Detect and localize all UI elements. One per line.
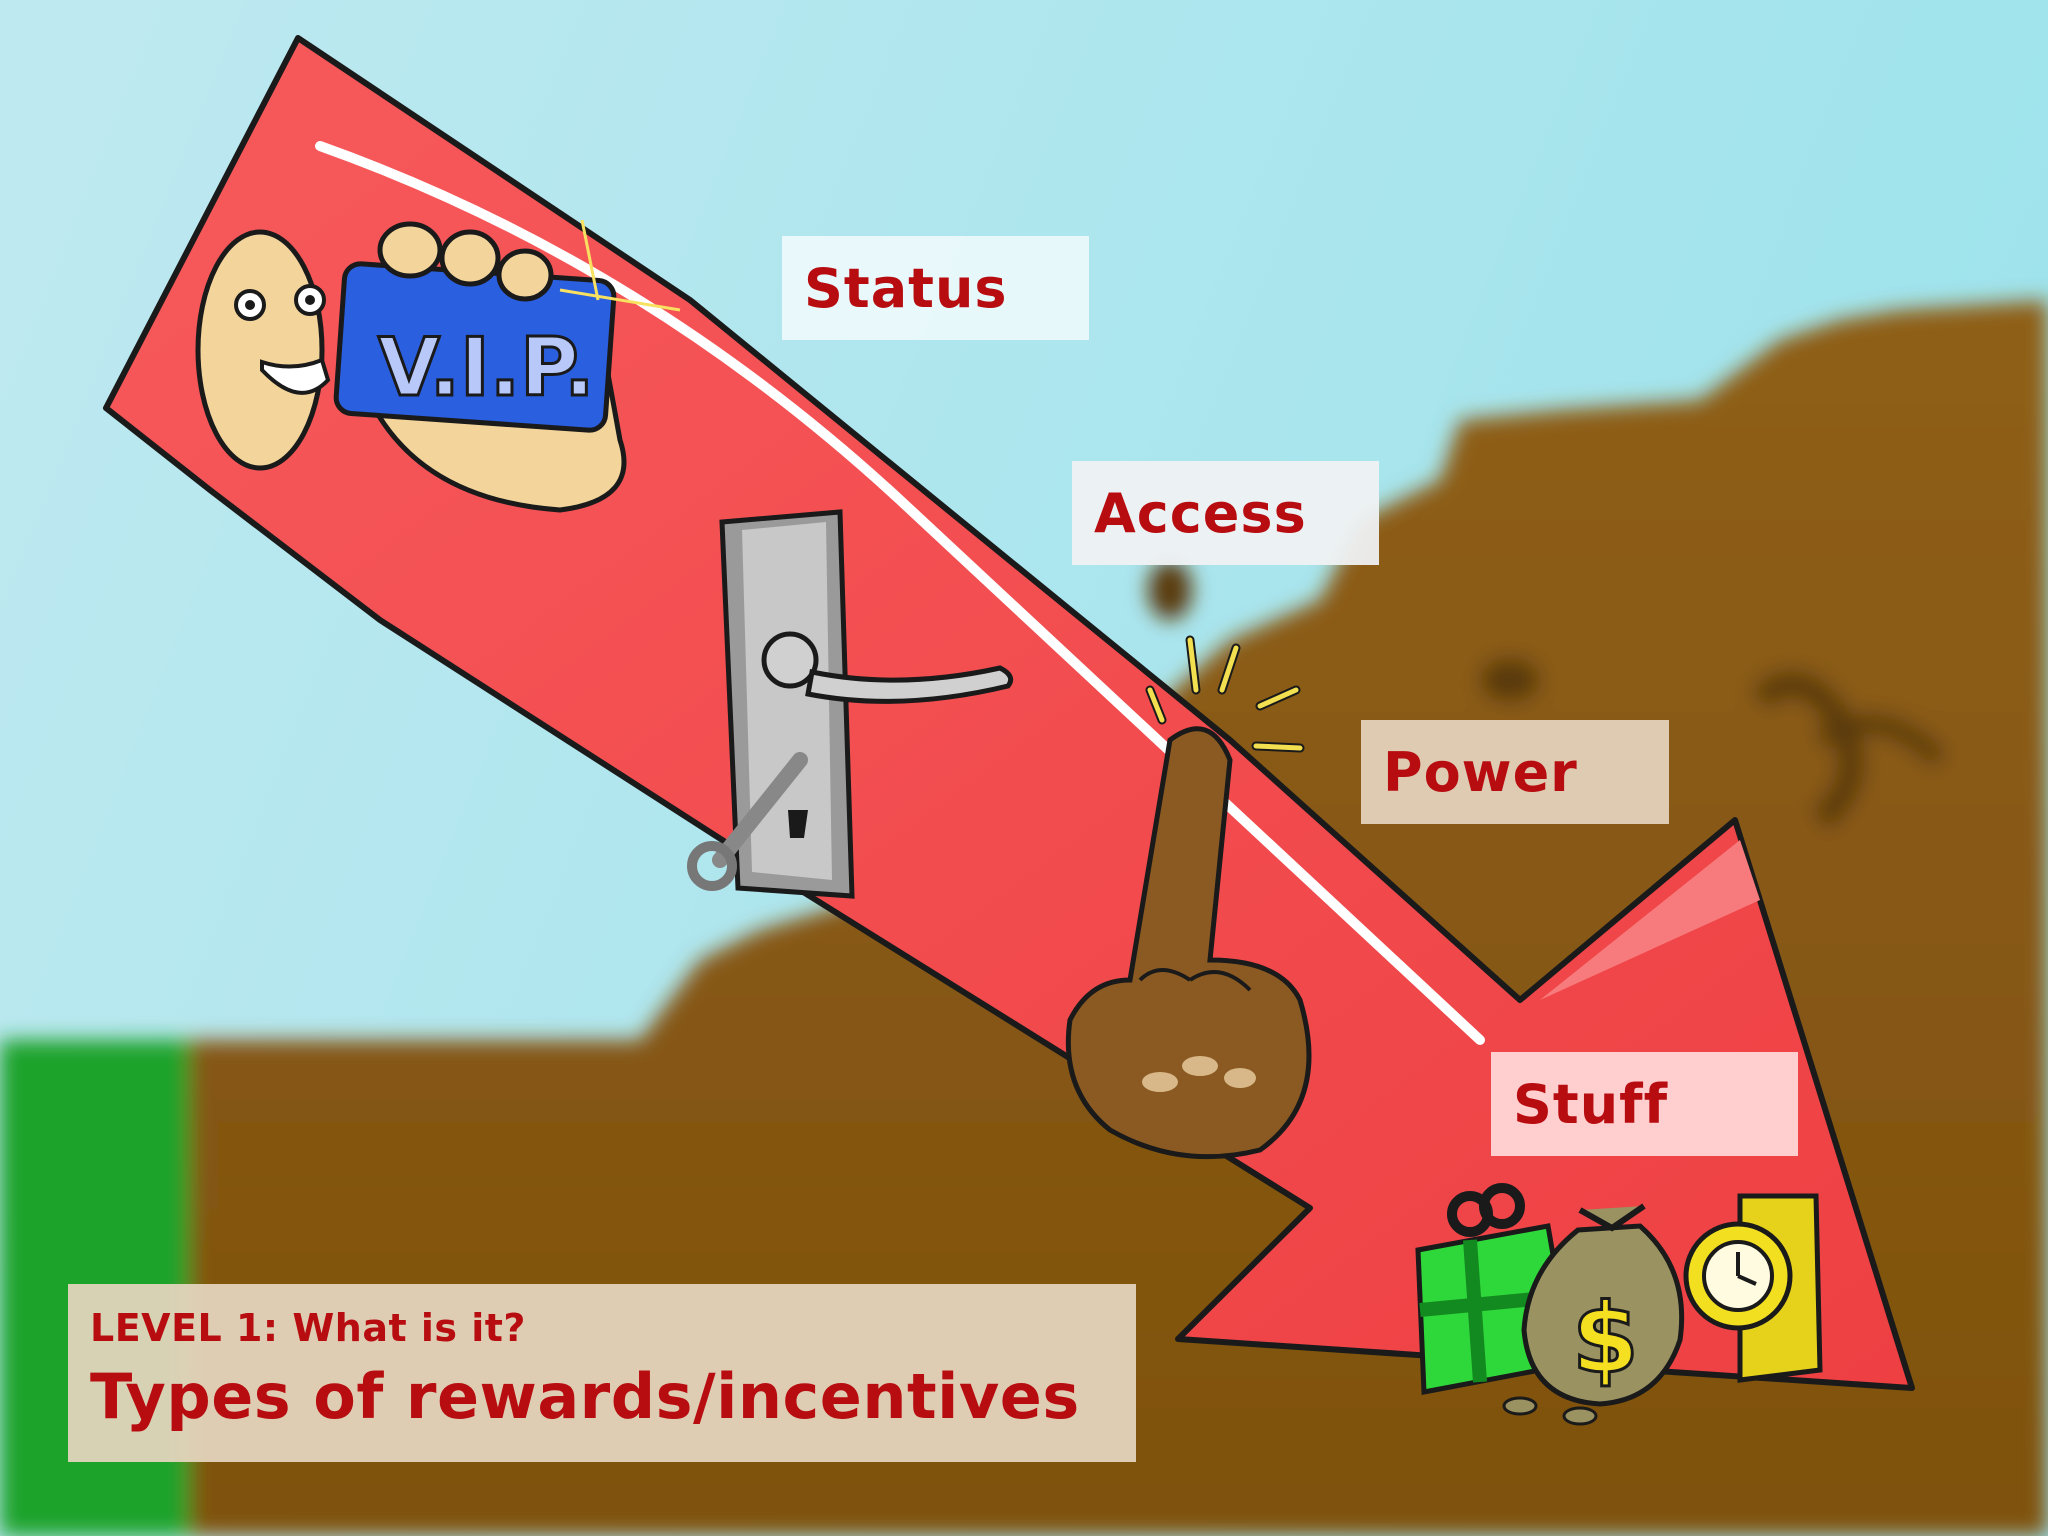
power-label-box: Power bbox=[1361, 720, 1669, 824]
stuff-label-box: Stuff bbox=[1491, 1052, 1798, 1156]
stuff-label: Stuff bbox=[1513, 1072, 1669, 1136]
caption-box: LEVEL 1: What is it? Types of rewards/in… bbox=[68, 1284, 1136, 1462]
access-label-box: Access bbox=[1072, 461, 1379, 565]
face-icon bbox=[195, 229, 331, 471]
access-label: Access bbox=[1094, 481, 1307, 545]
power-label: Power bbox=[1383, 740, 1578, 804]
svg-text:V.I.P.: V.I.P. bbox=[378, 321, 594, 414]
caption-title: Types of rewards/incentives bbox=[90, 1360, 1080, 1433]
status-label-box: Status bbox=[782, 236, 1089, 340]
status-label: Status bbox=[804, 256, 1008, 320]
money-bag-icon: $ bbox=[1502, 1203, 1685, 1426]
svg-text:$: $ bbox=[1572, 1283, 1639, 1395]
caption-level: LEVEL 1: What is it? bbox=[90, 1306, 526, 1350]
pointing-finger-icon bbox=[1065, 635, 1312, 1160]
door-handle-icon bbox=[687, 509, 1014, 899]
vip-card-icon: V.I.P. bbox=[333, 219, 681, 513]
wristwatch-icon bbox=[1683, 1193, 1823, 1383]
